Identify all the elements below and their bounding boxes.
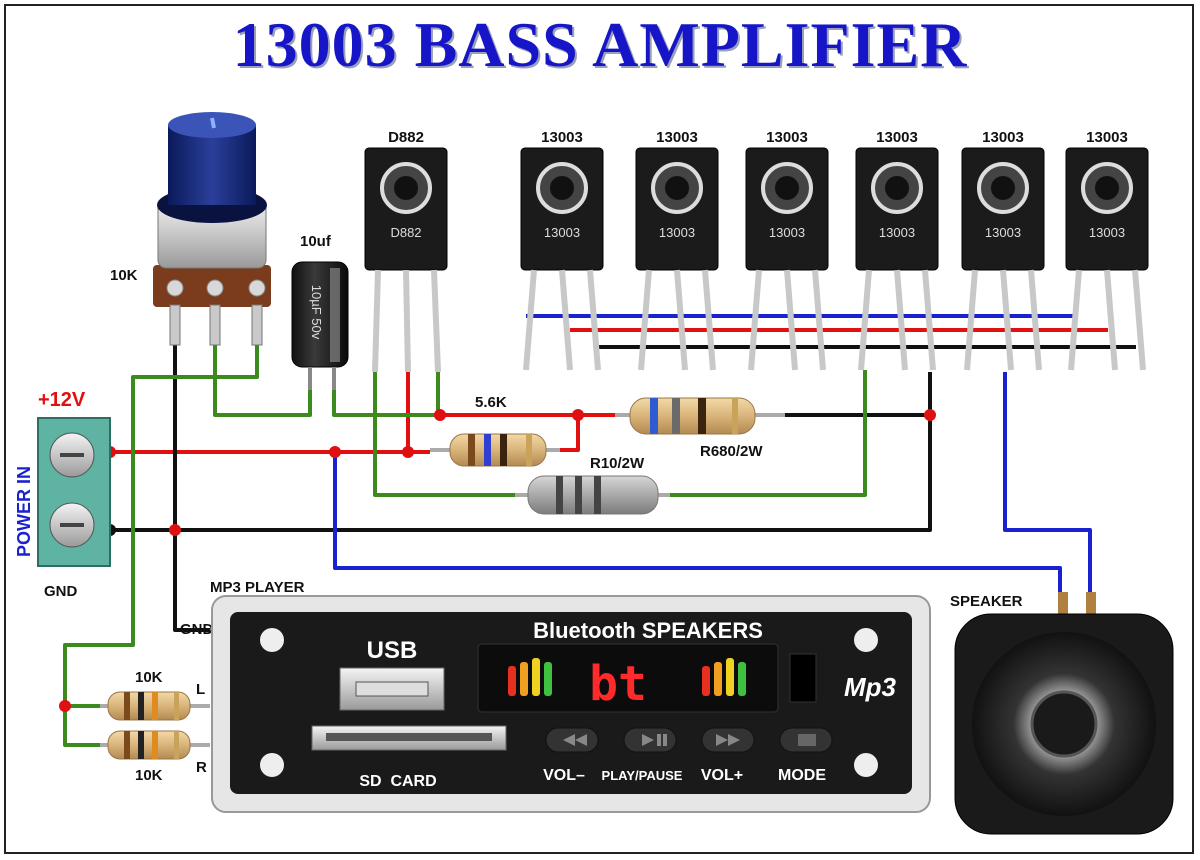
transistor-label: 13003 <box>541 129 583 146</box>
wire-green-pot-input <box>63 345 259 747</box>
transistor-label: 13003 <box>982 129 1024 146</box>
wire-blue-speaker-neg <box>333 452 1062 600</box>
resistor-label: 10K <box>135 669 163 686</box>
junction-dot <box>169 524 181 536</box>
transistor-label: 13003 <box>656 129 698 146</box>
resistor-5k6-680[interactable] <box>615 397 785 435</box>
capacitor-label: 10uf <box>300 233 332 250</box>
junction-dot <box>572 409 584 421</box>
mp3-player[interactable]: bt <box>211 595 931 813</box>
junction-dot <box>402 446 414 458</box>
resistor-body <box>527 475 659 515</box>
transistor-13003[interactable]: 13003 13003 <box>1065 129 1149 371</box>
transistor-print: 13003 <box>659 225 695 240</box>
play-pause-icon <box>642 734 667 746</box>
junction-dot <box>59 700 71 712</box>
capacitor[interactable]: 10µF 50v <box>291 261 349 390</box>
wires <box>63 314 1136 747</box>
button-label: VOL– <box>543 767 585 784</box>
junction-dot <box>924 409 936 421</box>
wire-red-r10-out <box>548 415 580 452</box>
wire-green-driver-base <box>373 372 520 497</box>
transistor-label: 13003 <box>876 129 918 146</box>
transistor-label: D882 <box>388 129 424 146</box>
resistor-r10[interactable] <box>430 433 560 467</box>
gnd-label: GND <box>44 583 78 600</box>
potentiometer[interactable] <box>153 112 271 346</box>
wire-green-pot-wiper <box>213 345 312 417</box>
speaker-dustcap <box>1030 690 1098 758</box>
pot-knob <box>168 125 256 205</box>
level-meter-left <box>508 658 552 696</box>
mp3-gnd-pin: GND <box>180 621 214 638</box>
button-label: VOL+ <box>701 767 743 784</box>
usb-label: USB <box>367 637 418 664</box>
mp3-label: MP3 PLAYER <box>210 579 305 596</box>
wire-blue-speaker-pos <box>1003 372 1092 600</box>
transistor-label: 13003 <box>1086 129 1128 146</box>
brand-label: Bluetooth SPEAKERS <box>533 618 763 643</box>
resistor-label: R10/2W <box>590 455 645 472</box>
mp3-logo: Mp3 <box>844 672 897 702</box>
capacitor-print: 10µF 50v <box>309 285 324 340</box>
next-icon <box>716 734 740 746</box>
junction-dot <box>329 446 341 458</box>
transistor-print: 13003 <box>1089 225 1125 240</box>
power-terminal[interactable] <box>37 417 111 567</box>
transistor-13003[interactable]: 13003 13003 <box>520 129 604 371</box>
output-transistors: 1300313003130031300313003130031300313003… <box>520 129 1149 371</box>
button-label: MODE <box>778 767 826 784</box>
transistor-13003[interactable]: 13003 13003 <box>635 129 719 371</box>
resistor-label: 10K <box>135 767 163 784</box>
button-label: PLAY/PAUSE <box>602 768 683 783</box>
diagram-title: 13003 BASS AMPLIFIER <box>232 9 968 80</box>
prev-icon <box>563 734 587 746</box>
mount-hole <box>260 628 284 652</box>
resistor-label: R680/2W <box>700 443 763 460</box>
wire-green-feedback <box>665 370 867 497</box>
junction-dot <box>434 409 446 421</box>
mount-hole <box>260 753 284 777</box>
wire-black-pot <box>173 345 210 632</box>
speaker[interactable] <box>954 592 1174 835</box>
resistor-10k-l[interactable] <box>100 691 210 721</box>
wire-green-cap <box>332 370 440 417</box>
display-text: bt <box>589 656 647 712</box>
mp3-r-pin: R <box>196 759 207 776</box>
transistor-d882[interactable]: D882 <box>364 147 448 373</box>
level-meter-right <box>702 658 746 696</box>
transistor-print: D882 <box>390 225 421 240</box>
wire-black-gnd <box>110 372 932 532</box>
sd-card-label: SD CARD <box>359 773 436 790</box>
power-in-label: POWER IN <box>14 466 34 557</box>
pot-label: 10K <box>110 267 138 284</box>
transistor-13003[interactable]: 13003 13003 <box>855 129 939 371</box>
resistor-label: 5.6K <box>475 394 507 411</box>
diagram-frame <box>4 4 1194 854</box>
transistor-print: 13003 <box>985 225 1021 240</box>
transistor-print: 13003 <box>544 225 580 240</box>
mode-icon <box>798 734 816 746</box>
transistor-13003[interactable]: 13003 13003 <box>745 129 829 371</box>
speaker-label: SPEAKER <box>950 593 1023 610</box>
mount-hole <box>854 753 878 777</box>
resistor-grey[interactable] <box>515 475 670 515</box>
mp3-l-pin: L <box>196 681 205 698</box>
transistor-print: 13003 <box>879 225 915 240</box>
power-voltage-label: +12V <box>38 389 86 411</box>
transistor-13003[interactable]: 13003 13003 <box>961 129 1045 371</box>
transistor-label: 13003 <box>766 129 808 146</box>
resistor-10k-r[interactable] <box>100 730 210 760</box>
mount-hole <box>854 628 878 652</box>
ir-receiver <box>789 653 817 703</box>
resistor-body <box>629 397 756 435</box>
transistor-print: 13003 <box>769 225 805 240</box>
